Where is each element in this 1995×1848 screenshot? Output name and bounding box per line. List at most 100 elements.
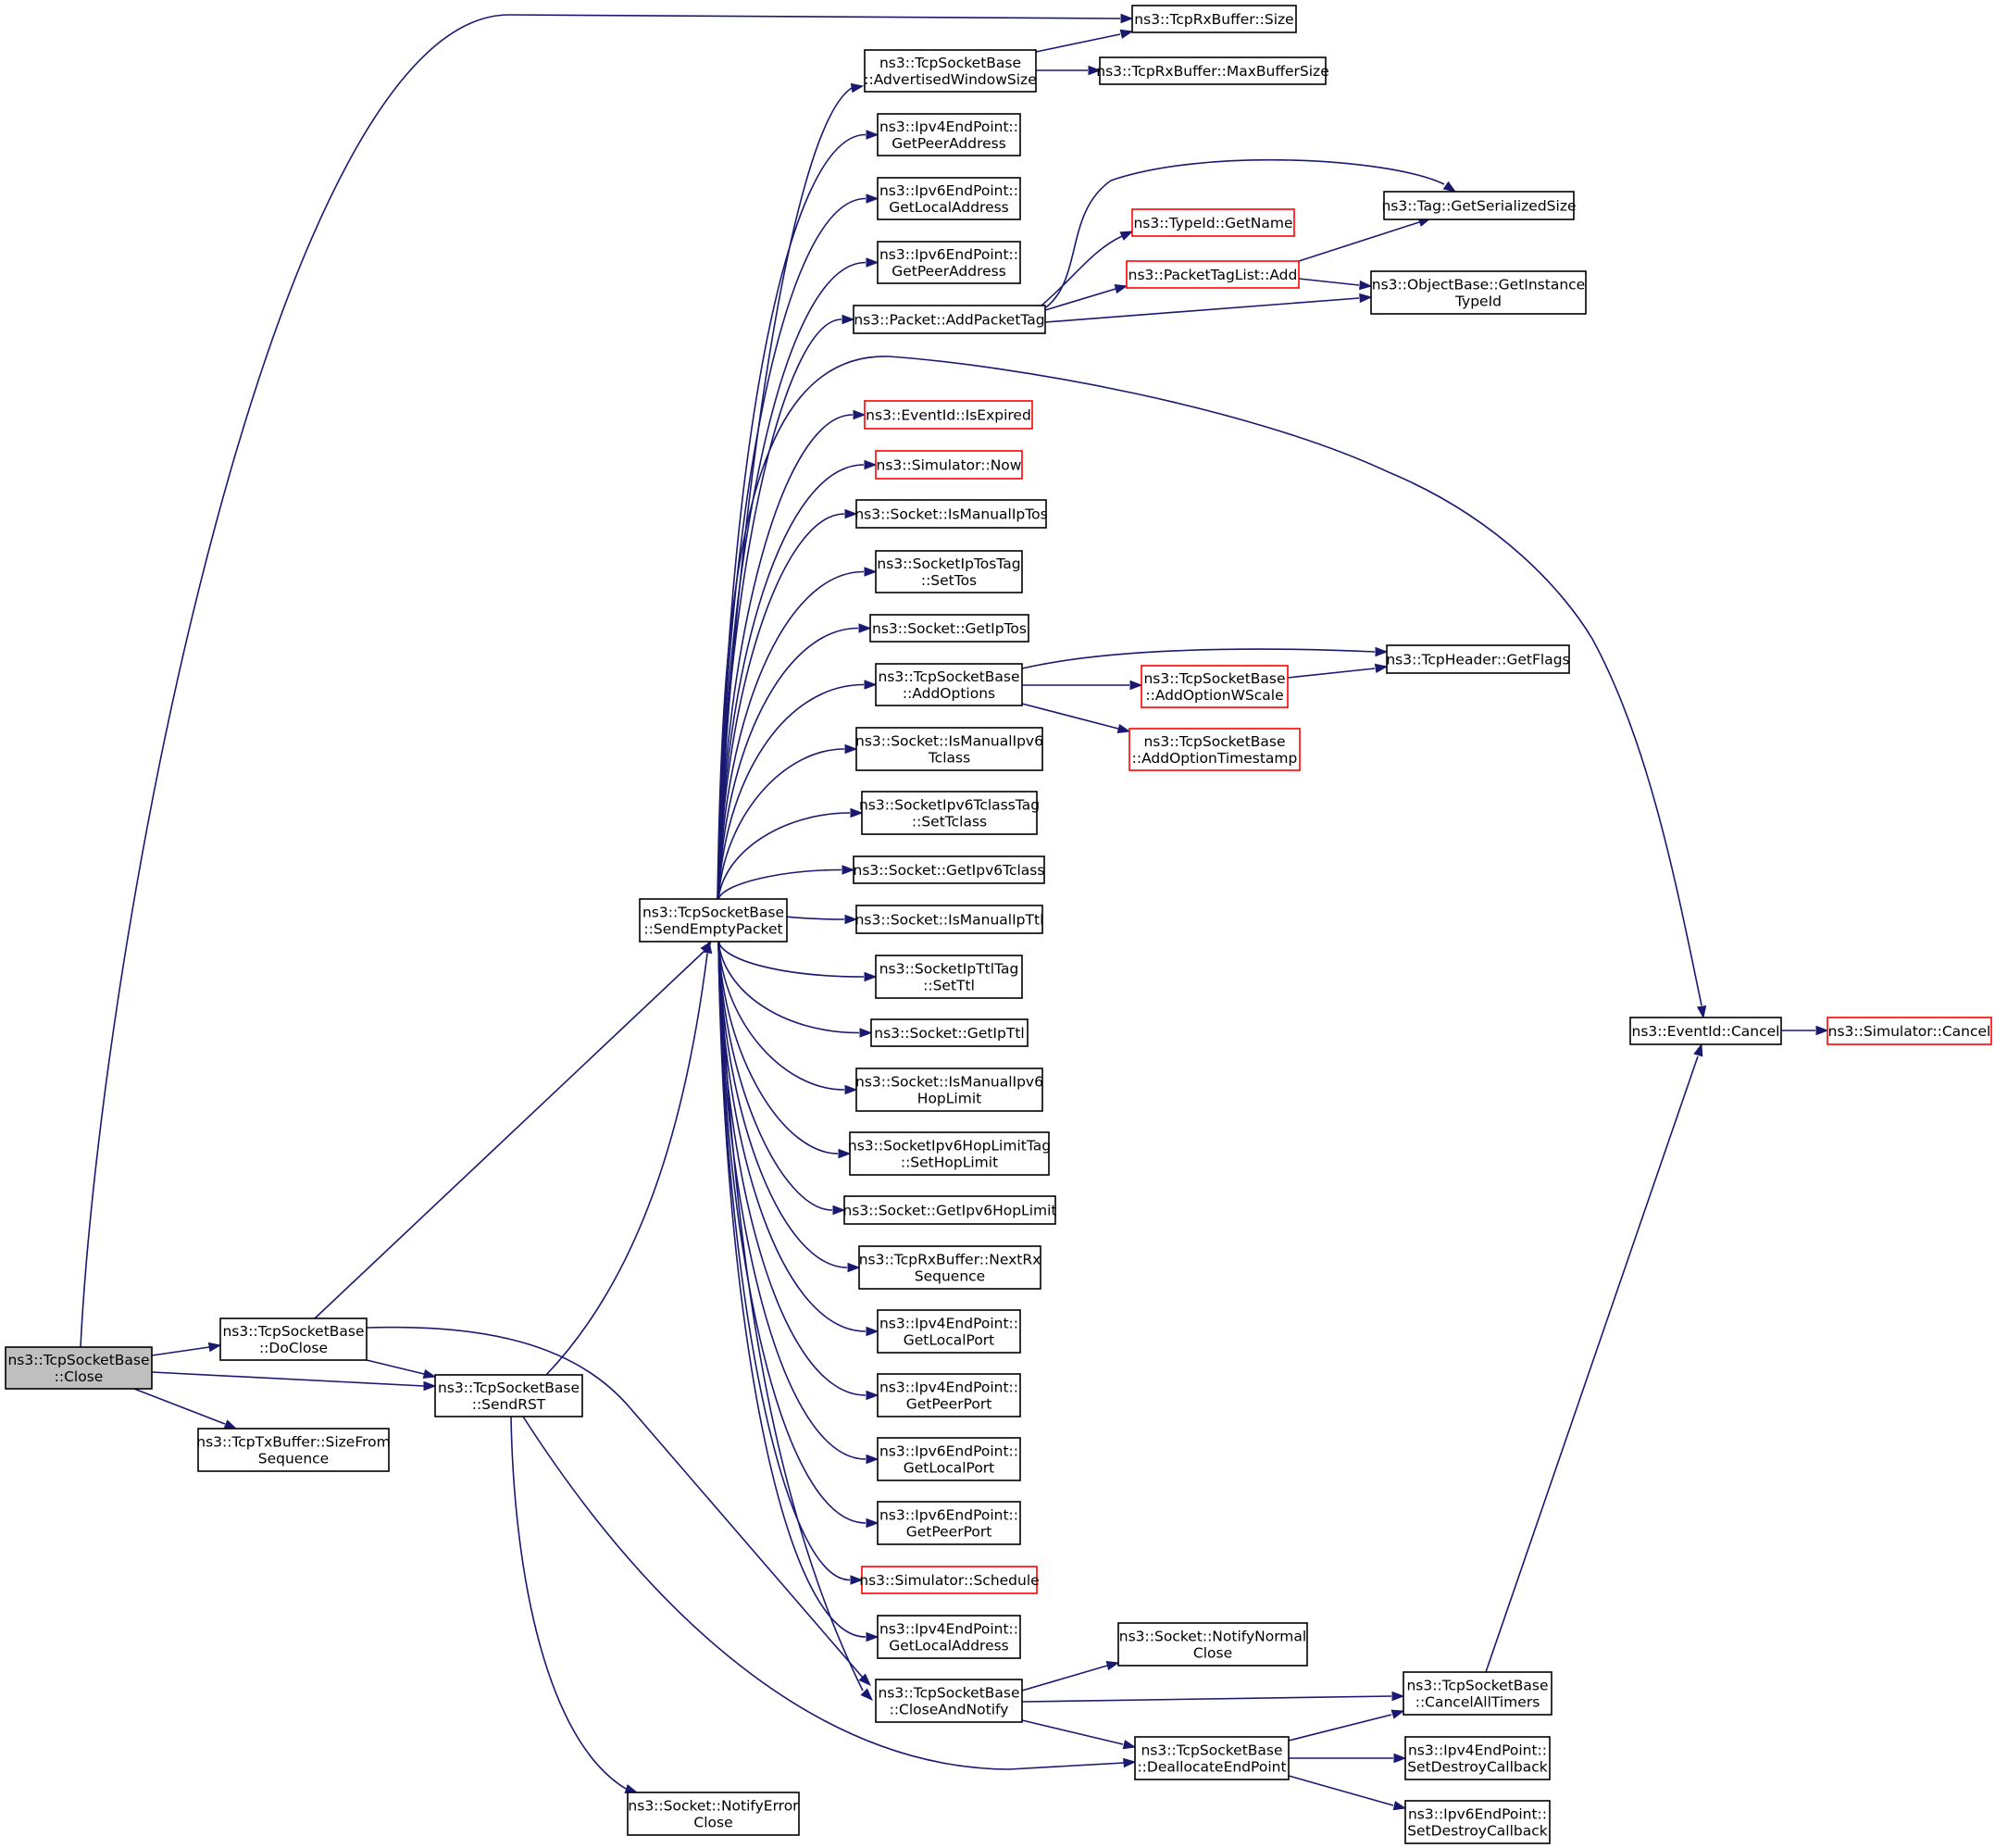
node-ipv4peeraddr[interactable]: ns3::Ipv4EndPoint::GetPeerAddress — [877, 113, 1021, 156]
node-label: Close — [693, 1815, 732, 1831]
node-box — [877, 1309, 1021, 1354]
node-ipv4setdestroy[interactable]: ns3::Ipv4EndPoint::SetDestroyCallback — [1404, 1736, 1551, 1780]
node-box — [875, 450, 1023, 480]
edge-line — [366, 1326, 864, 1679]
node-ipv6peeraddr[interactable]: ns3::Ipv6EndPoint::GetPeerAddress — [877, 241, 1021, 284]
node-label: ns3::Socket::GetIpv6Tclass — [854, 862, 1045, 879]
node-simnow[interactable]: ns3::Simulator::Now — [875, 450, 1023, 480]
edge-sendempty-to-ipv6localaddr — [717, 194, 879, 900]
node-packettaglistadd[interactable]: ns3::PacketTagList::Add — [1126, 260, 1300, 289]
node-label: ::CloseAndNotify — [890, 1702, 1009, 1718]
node-rxsize[interactable]: ns3::TcpRxBuffer::Size — [1131, 5, 1297, 33]
node-ipv6localaddr[interactable]: ns3::Ipv6EndPoint::GetLocalAddress — [877, 177, 1021, 220]
node-label: ::SetHopLimit — [901, 1155, 998, 1171]
node-simcancel[interactable]: ns3::Simulator::Cancel — [1827, 1017, 1992, 1045]
edge-arrowhead — [1120, 13, 1134, 24]
edge-packettaglistadd-to-tagserialized — [1298, 217, 1432, 262]
node-label: Sequence — [915, 1268, 985, 1285]
node-label: ns3::TcpSocketBase — [438, 1380, 580, 1396]
node-box — [875, 955, 1023, 999]
node-ipv6tclasstagset[interactable]: ns3::SocketIpv6TclassTag::SetTclass — [859, 791, 1040, 835]
node-label: ns3::TcpSocketBase — [879, 55, 1021, 71]
node-getipv6tclass[interactable]: ns3::Socket::GetIpv6Tclass — [853, 855, 1045, 884]
edge-sendempty-to-advwin — [717, 82, 865, 900]
node-ipv6setdestroy[interactable]: ns3::Ipv6EndPoint::SetDestroyCallback — [1404, 1800, 1551, 1844]
node-ismanualipttl[interactable]: ns3::Socket::IsManualIpTtl — [855, 905, 1044, 934]
node-box — [1404, 1800, 1551, 1844]
node-getiptos[interactable]: ns3::Socket::GetIpTos — [869, 614, 1029, 643]
node-label: ns3::SocketIpv6HopLimitTag — [848, 1138, 1051, 1155]
node-doclose[interactable]: ns3::TcpSocketBase::DoClose — [219, 1317, 368, 1361]
node-sendrst[interactable]: ns3::TcpSocketBase::SendRST — [434, 1374, 583, 1417]
node-ipv6localport[interactable]: ns3::Ipv6EndPoint::GetLocalPort — [877, 1437, 1021, 1481]
edge-arrowhead — [866, 1390, 879, 1401]
node-advwin[interactable]: ns3::TcpSocketBase::AdvertisedWindowSize — [864, 49, 1037, 93]
node-simschedule[interactable]: ns3::Simulator::Schedule — [859, 1566, 1040, 1594]
node-label: ns3::TcpTxBuffer::SizeFrom — [196, 1434, 390, 1451]
edge-eventcancel-to-simcancel — [1781, 1025, 1829, 1036]
node-eventexpired[interactable]: ns3::EventId::IsExpired — [864, 400, 1033, 430]
node-cancelalltimers[interactable]: ns3::TcpSocketBase::CancelAllTimers — [1403, 1671, 1552, 1716]
node-ismanualiptos[interactable]: ns3::Socket::IsManualIpTos — [854, 499, 1048, 529]
edge-line — [717, 318, 842, 900]
node-label: ::AdvertisedWindowSize — [864, 71, 1036, 88]
node-eventcancel[interactable]: ns3::EventId::Cancel — [1629, 1017, 1782, 1045]
edge-arrowhead — [1122, 1740, 1137, 1750]
node-sendempty[interactable]: ns3::TcpSocketBase::SendEmptyPacket — [639, 898, 788, 943]
node-iptostagsettos[interactable]: ns3::SocketIpTosTag::SetTos — [875, 550, 1023, 593]
node-addoptions[interactable]: ns3::TcpSocketBase::AddOptions — [875, 663, 1023, 706]
node-label: GetLocalPort — [904, 1460, 995, 1477]
node-maxbuf[interactable]: ns3::TcpRxBuffer::MaxBufferSize — [1096, 56, 1329, 85]
node-box — [639, 898, 788, 943]
node-ipv4peerport[interactable]: ns3::Ipv4EndPoint::GetPeerPort — [877, 1373, 1021, 1417]
node-ipv4localport[interactable]: ns3::Ipv4EndPoint::GetLocalPort — [877, 1309, 1021, 1354]
edge-arrowhead — [866, 1631, 879, 1642]
node-close[interactable]: ns3::TcpSocketBase::Close — [5, 1346, 153, 1390]
node-tcpheaderflags[interactable]: ns3::TcpHeader::GetFlags — [1386, 644, 1570, 674]
node-label: ns3::TcpSocketBase — [1406, 1678, 1548, 1694]
node-label: Sequence — [258, 1451, 329, 1467]
node-getipv6hop[interactable]: ns3::Socket::GetIpv6HopLimit — [842, 1195, 1057, 1225]
node-addopttimestamp[interactable]: ns3::TcpSocketBase::AddOptionTimestamp — [1128, 728, 1301, 771]
node-getipttl[interactable]: ns3::Socket::GetIpTtl — [870, 1018, 1029, 1047]
node-closeandnotify[interactable]: ns3::TcpSocketBase::CloseAndNotify — [875, 1679, 1023, 1723]
node-label: ns3::Socket::IsManualIpTos — [854, 506, 1047, 523]
node-box — [855, 1068, 1043, 1112]
node-ipv6peerport[interactable]: ns3::Ipv6EndPoint::GetPeerPort — [877, 1501, 1021, 1545]
edge-deallocate-to-cancelalltimers — [1288, 1709, 1405, 1742]
edge-line — [1021, 703, 1119, 730]
node-box — [843, 1195, 1056, 1225]
edge-line — [366, 1359, 425, 1375]
node-addpackettag[interactable]: ns3::Packet::AddPacketTag — [853, 305, 1046, 334]
edge-line — [510, 1416, 627, 1790]
node-typeidgetname[interactable]: ns3::TypeId::GetName — [1131, 208, 1295, 237]
node-deallocate[interactable]: ns3::TcpSocketBase::DeallocateEndPoint — [1134, 1736, 1290, 1780]
node-addoptwscale[interactable]: ns3::TcpSocketBase::AddOptionWScale — [1141, 665, 1289, 708]
node-label: HopLimit — [917, 1091, 981, 1107]
edge-sendempty-to-ipv4localaddr — [717, 941, 879, 1642]
edge-line — [717, 941, 839, 1155]
node-box — [877, 177, 1021, 220]
edge-sendrst-to-sendempty — [545, 940, 713, 1376]
edge-line — [1021, 1665, 1108, 1692]
edge-arrowhead — [844, 914, 858, 925]
node-ipttltagsetttl[interactable]: ns3::SocketIpTtlTag::SetTtl — [875, 955, 1023, 999]
node-ipv4localaddr[interactable]: ns3::Ipv4EndPoint::GetLocalAddress — [877, 1615, 1021, 1659]
node-box — [870, 1018, 1029, 1047]
edge-close-to-sendrst — [151, 1371, 437, 1392]
node-label: ns3::TcpRxBuffer::Size — [1134, 11, 1293, 28]
node-label: ns3::Simulator::Now — [877, 457, 1022, 474]
node-ipv6hoptagset[interactable]: ns3::SocketIpv6HopLimitTag::SetHopLimit — [848, 1131, 1051, 1176]
node-label: ns3::ObjectBase::GetInstance — [1372, 277, 1585, 293]
edge-line — [545, 953, 708, 1376]
edge-line — [717, 133, 867, 900]
node-tagserialized[interactable]: ns3::Tag::GetSerializedSize — [1381, 191, 1577, 220]
edge-addpackettag-to-packettaglistadd — [1044, 283, 1128, 311]
